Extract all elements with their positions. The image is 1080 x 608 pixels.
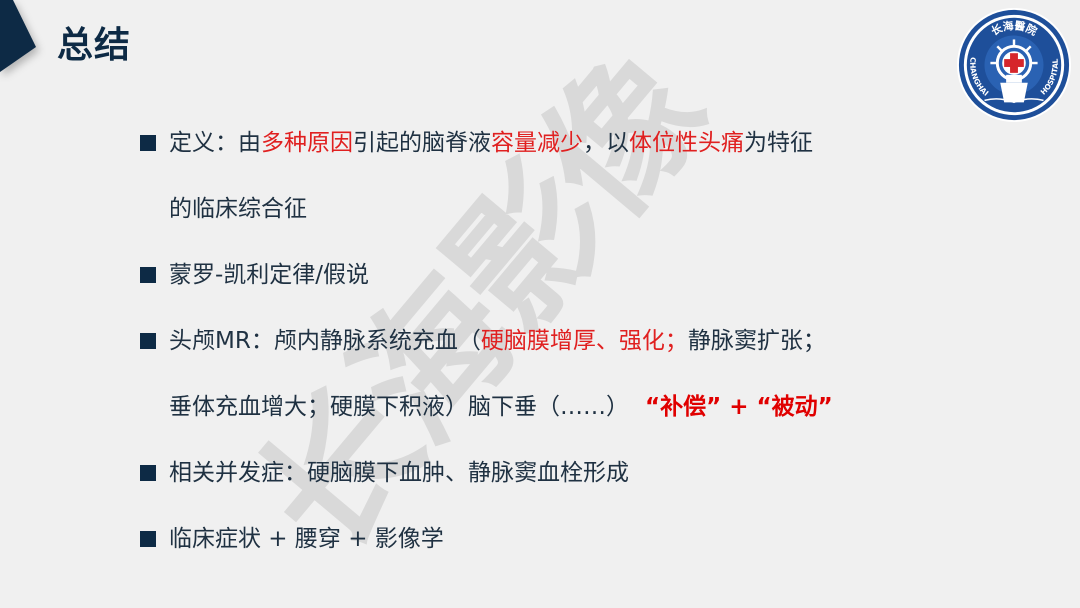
bullet-square-icon — [140, 267, 156, 283]
text-normal: 蒙罗-凯利定律/假说 — [169, 262, 370, 288]
text-highlight: 多种原因 — [261, 130, 353, 156]
bullet-monro-kellie: 蒙罗-凯利定律/假说 — [140, 242, 960, 308]
text-highlight: 体位性头痛 — [629, 130, 744, 156]
text-highlight: 容量减少 — [491, 130, 583, 156]
bullet-head-mr-continuation: 垂体充血增大；硬膜下积液）脑下垂（……） “补偿” + “被动” — [140, 374, 960, 440]
text-normal: 相关并发症：硬脑膜下血肿、静脉窦血栓形成 — [169, 460, 629, 486]
text-highlight-bold: “补偿” + “被动” — [629, 394, 833, 420]
bullet-definition: 定义：由多种原因引起的脑脊液容量减少，以体位性头痛为特征 — [140, 110, 960, 176]
bullet-head-mr: 头颅MR：颅内静脉系统充血（硬脑膜增厚、强化；静脉窦扩张； — [140, 308, 960, 374]
bullet-diagnosis: 临床症状 + 腰穿 + 影像学 — [140, 506, 960, 572]
bullet-square-icon — [140, 135, 156, 151]
bullet-square-icon — [140, 465, 156, 481]
text-normal: 为特征 — [744, 130, 813, 156]
bullet-list: 定义：由多种原因引起的脑脊液容量减少，以体位性头痛为特征 的临床综合征 蒙罗-凯… — [140, 110, 960, 572]
text-normal: 引起的脑脊液 — [353, 130, 491, 156]
text-normal: 静脉窦扩张； — [687, 328, 826, 354]
text-normal: 临床症状 + 腰穿 + 影像学 — [169, 526, 444, 552]
text-normal: 定义：由 — [169, 130, 261, 156]
bullet-square-icon — [140, 531, 156, 547]
text-normal: 头颅MR：颅内静脉系统充血（ — [169, 328, 481, 354]
changhai-hospital-logo-icon: 长海醫院 CHANGHAI HOSPITAL — [956, 7, 1072, 123]
text-highlight: 硬脑膜增厚、强化； — [480, 328, 688, 354]
bullet-definition-continuation: 的临床综合征 — [169, 196, 307, 222]
bullet-complications: 相关并发症：硬脑膜下血肿、静脉窦血栓形成 — [140, 440, 960, 506]
slide-title: 总结 — [57, 25, 132, 66]
text-normal: ，以 — [583, 130, 629, 156]
corner-decoration-shape — [0, 0, 36, 72]
bullet-square-icon — [140, 333, 156, 349]
text-normal: 垂体充血增大；硬膜下积液）脑下垂（……） — [169, 394, 629, 420]
